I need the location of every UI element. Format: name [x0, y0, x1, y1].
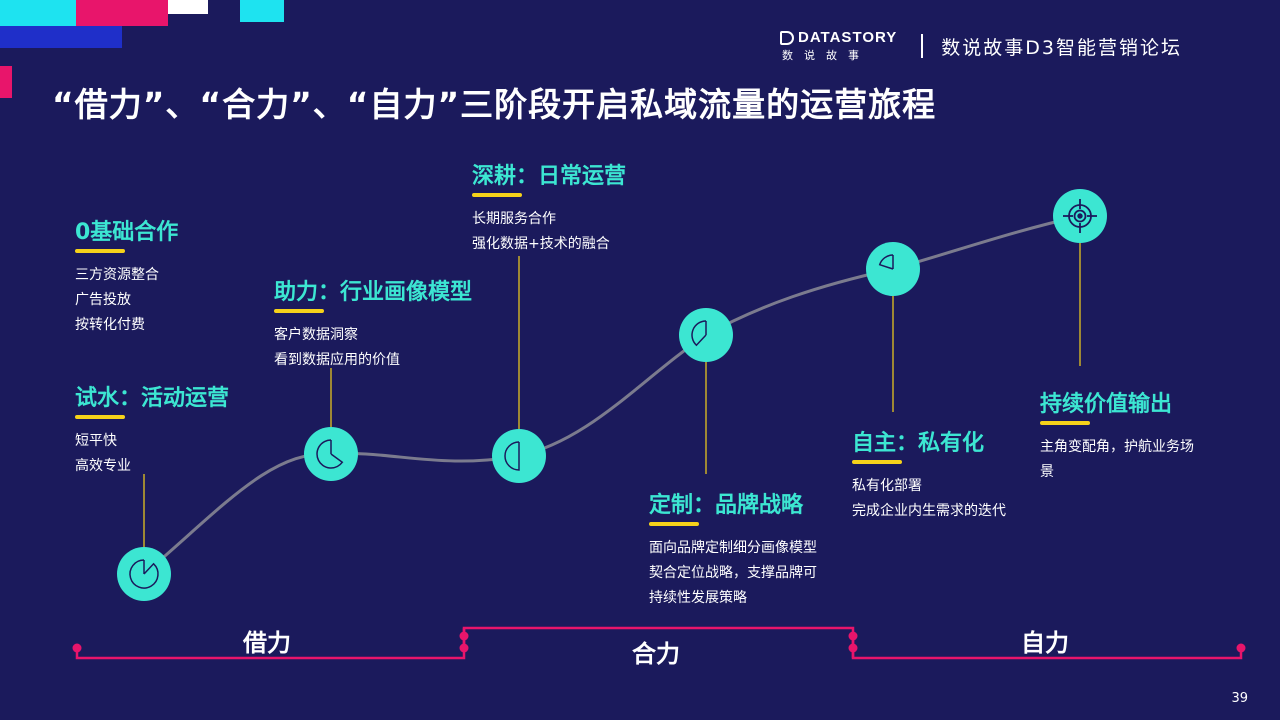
- phase-label-self: 自力: [1021, 629, 1069, 657]
- heading-underline: [1040, 421, 1090, 425]
- stage-assist: 助力：行业画像模型 客户数据洞察 看到数据应用的价值: [274, 278, 472, 373]
- pie-progress-icon: [129, 559, 159, 589]
- stage-continuous: 持续价值输出 主角变配角，护航业务场 景: [1040, 390, 1194, 485]
- stage-heading: 0基础合作: [75, 220, 179, 245]
- stage-line: 客户数据洞察: [274, 327, 358, 343]
- milestone-2: [304, 427, 358, 481]
- heading-underline: [274, 309, 324, 313]
- stage-heading: 自主：私有化: [852, 431, 985, 456]
- milestone-1: [117, 547, 171, 601]
- datastory-logo-icon: [780, 30, 794, 45]
- heading-underline: [649, 522, 699, 526]
- deco-bar-cyan-right: [240, 0, 284, 22]
- heading-underline: [75, 415, 125, 419]
- brand-logo: DATASTORY 数说故事: [780, 29, 897, 63]
- pie-progress-icon: [504, 441, 520, 471]
- stage-line: 高效专业: [75, 458, 131, 474]
- stage-line: 短平快: [75, 433, 117, 449]
- stage-trial: 试水：活动运营 短平快 高效专业: [75, 384, 229, 479]
- stage-line: 按转化付费: [75, 317, 145, 333]
- stage-heading: 持续价值输出: [1040, 392, 1173, 417]
- stage-line: 私有化部署: [852, 478, 922, 494]
- stage-line: 面向品牌定制细分画像模型: [649, 540, 817, 556]
- stage-line: 广告投放: [75, 292, 131, 308]
- heading-underline: [75, 249, 125, 253]
- stage-line: 完成企业内生需求的迭代: [852, 503, 1006, 519]
- phase-dots: [72, 631, 1246, 653]
- heading-underline: [472, 193, 522, 197]
- phase-label-combine: 合力: [632, 640, 680, 668]
- milestone-4: [679, 308, 733, 362]
- pie-progress-icon: [878, 254, 894, 270]
- stage-custom: 定制：品牌战略 面向品牌定制细分画像模型 契合定位战略，支撑品牌可 持续性发展策…: [649, 491, 817, 611]
- stage-line: 景: [1040, 464, 1054, 480]
- pie-progress-icon: [691, 320, 707, 347]
- milestone-3: [492, 429, 546, 483]
- stage-line: 长期服务合作: [472, 211, 556, 227]
- stage-line: 主角变配角，护航业务场: [1040, 439, 1194, 455]
- page-number: 39: [1231, 691, 1248, 706]
- stage-heading: 助力：行业画像模型: [274, 280, 473, 305]
- brand-sub: 数说故事: [782, 49, 870, 62]
- stage-heading: 定制：品牌战略: [649, 493, 804, 518]
- stage-line: 看到数据应用的价值: [274, 352, 400, 368]
- pie-progress-icon: [316, 439, 344, 469]
- target-icon: [1063, 199, 1097, 233]
- stage-zero-base: 0基础合作 三方资源整合 广告投放 按转化付费: [75, 218, 178, 338]
- deco-bar-white: [168, 0, 208, 14]
- milestone-5: [866, 242, 920, 296]
- brand-header: DATASTORY 数说故事 数说故事D3智能营销论坛: [780, 29, 1183, 63]
- phase-label-borrow: 借力: [243, 629, 291, 657]
- deco-bar-pink-small: [0, 66, 12, 98]
- page-title: “借力”、“合力”、“自力”三阶段开启私域流量的运营旅程: [52, 85, 937, 124]
- forum-name: 数说故事D3智能营销论坛: [941, 36, 1183, 59]
- deco-bar-cyan-left: [0, 0, 76, 26]
- deco-bar-pink: [76, 0, 168, 26]
- stage-heading: 深耕：日常运营: [472, 164, 627, 189]
- stage-line: 强化数据+技术的融合: [472, 236, 610, 252]
- brand-separator: [921, 34, 924, 58]
- brand-name: DATASTORY: [798, 29, 898, 46]
- stage-autonomy: 自主：私有化 私有化部署 完成企业内生需求的迭代: [852, 429, 1006, 524]
- stage-line: 契合定位战略，支撑品牌可: [649, 565, 817, 581]
- heading-underline: [852, 460, 902, 464]
- deco-bar-blue: [0, 26, 122, 48]
- milestone-6: [1053, 189, 1107, 243]
- stage-line: 持续性发展策略: [649, 590, 747, 606]
- stage-deep: 深耕：日常运营 长期服务合作 强化数据+技术的融合: [472, 162, 626, 257]
- stage-heading: 试水：活动运营: [75, 386, 230, 411]
- stage-line: 三方资源整合: [75, 267, 159, 283]
